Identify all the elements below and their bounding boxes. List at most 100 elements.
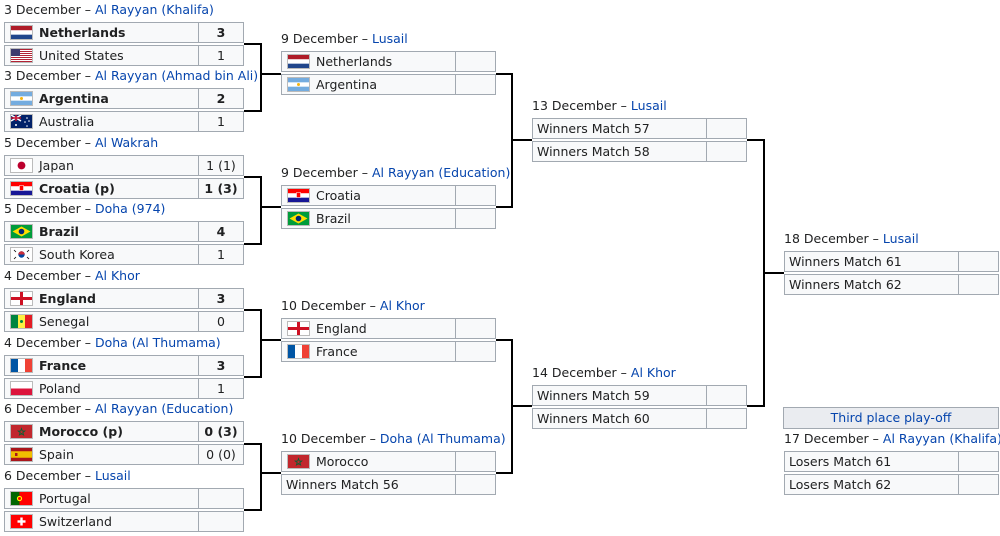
date-venue-separator: – [80,201,95,216]
team-name-link[interactable]: Australia [39,114,95,129]
venue-link[interactable]: Doha (Al Thumama) [379,431,506,446]
team-name-link[interactable]: Winners Match 62 [789,277,902,292]
score-cell: 0 (3) [198,421,244,442]
venue-link[interactable]: Lusail [630,98,667,113]
team-name-link[interactable]: Spain [39,447,74,462]
team-cell: Winners Match 58 [532,141,707,162]
team-cell: Winners Match 56 [281,474,456,495]
team-name-link[interactable]: South Korea [39,247,115,262]
venue-link[interactable]: Al Rayyan (Khalifa) [882,431,1000,446]
score-cell: 3 [198,22,244,43]
venue-link[interactable]: Al Wakrah [94,135,159,150]
team-name-link[interactable]: Netherlands [39,25,126,40]
team-name-link[interactable]: Poland [39,381,81,396]
team-name-link[interactable]: France [316,344,358,359]
venue-link[interactable]: Lusail [371,31,408,46]
team-cell: Croatia (p) [4,178,199,199]
team-name-link[interactable]: Croatia [316,188,361,203]
date-venue-separator: – [80,135,95,150]
team-cell: Argentina [281,74,456,95]
venue-link[interactable]: Al Khor [630,365,676,380]
team-cell: Morocco (p) [4,421,199,442]
ch-flag-icon [10,514,33,529]
match-header: 5 December – Al Wakrah [4,134,158,152]
venue-link[interactable]: Al Khor [379,298,425,313]
date-venue-separator: – [365,298,380,313]
match-header: 18 December – Lusail [784,230,919,248]
match-date: 17 December [784,431,869,446]
score-cell [455,451,496,472]
score-cell: 3 [198,288,244,309]
score-cell [455,341,496,362]
match-header: 3 December – Al Rayyan (Khalifa) [4,1,214,19]
team-cell: Losers Match 62 [784,474,959,495]
venue-link[interactable]: Lusail [94,468,131,483]
team-name-link[interactable]: Losers Match 61 [789,454,892,469]
match-date: 4 December [4,268,81,283]
match-header: 10 December – Al Khor [281,297,425,315]
match-header: 4 December – Doha (Al Thumama) [4,334,221,352]
score-cell: 1 [198,378,244,399]
venue-link[interactable]: Al Rayyan (Education) [371,165,511,180]
team-name-link[interactable]: Winners Match 61 [789,254,902,269]
score-cell: 0 (0) [198,444,244,465]
match-date: 18 December [784,231,869,246]
match-date: 4 December [4,335,81,350]
au-flag-icon [10,114,33,129]
team-name-link[interactable]: Winners Match 59 [537,388,650,403]
team-name-link[interactable]: Japan [39,158,74,173]
team-name-link[interactable]: Winners Match 57 [537,121,650,136]
venue-link[interactable]: Al Khor [94,268,140,283]
team-name-link[interactable]: Croatia (p) [39,181,115,196]
score-cell [455,208,496,229]
br-flag-icon [287,211,310,226]
date-venue-separator: – [80,2,95,17]
team-cell: Morocco [281,451,456,472]
date-venue-separator: – [868,431,883,446]
team-name-link[interactable]: Switzerland [39,514,112,529]
team-name-link[interactable]: Netherlands [316,54,393,69]
date-venue-separator: – [80,401,95,416]
team-name-link[interactable]: Morocco [316,454,369,469]
team-name-link[interactable]: Senegal [39,314,90,329]
sn-flag-icon [10,314,33,329]
venue-link[interactable]: Al Rayyan (Education) [94,401,234,416]
team-cell: Croatia [281,185,456,206]
team-cell: South Korea [4,244,199,265]
third-place-title[interactable]: Third place play-off [783,407,999,429]
team-name-link[interactable]: Portugal [39,491,91,506]
score-cell [958,251,999,272]
venue-link[interactable]: Lusail [882,231,919,246]
venue-link[interactable]: Al Rayyan (Khalifa) [94,2,214,17]
team-name-link[interactable]: Winners Match 60 [537,411,650,426]
team-name-link[interactable]: United States [39,48,124,63]
ma-flag-icon [10,424,33,439]
team-cell: Netherlands [281,51,456,72]
venue-link[interactable]: Doha (974) [94,201,166,216]
score-cell [198,488,244,509]
team-cell: Senegal [4,311,199,332]
venue-link[interactable]: Doha (Al Thumama) [94,335,221,350]
venue-link[interactable]: Al Rayyan (Ahmad bin Ali) [94,68,259,83]
team-name-link[interactable]: Argentina [39,91,109,106]
match-date: 5 December [4,135,81,150]
hr-flag-icon [10,181,33,196]
team-name-link[interactable]: Losers Match 62 [789,477,892,492]
team-name-link[interactable]: England [316,321,367,336]
team-cell: Losers Match 61 [784,451,959,472]
match-header: 6 December – Lusail [4,467,131,485]
team-name-link[interactable]: Winners Match 56 [286,477,399,492]
score-cell: 3 [198,355,244,376]
date-venue-separator: – [616,365,631,380]
team-name-link[interactable]: England [39,291,96,306]
team-cell: France [281,341,456,362]
match-header: 10 December – Doha (Al Thumama) [281,430,506,448]
team-name-link[interactable]: Brazil [316,211,351,226]
team-name-link[interactable]: Brazil [39,224,79,239]
date-venue-separator: – [80,468,95,483]
team-name-link[interactable]: Morocco (p) [39,424,123,439]
team-name-link[interactable]: Argentina [316,77,377,92]
team-name-link[interactable]: Winners Match 58 [537,144,650,159]
team-name-link[interactable]: France [39,358,87,373]
team-cell: Argentina [4,88,199,109]
